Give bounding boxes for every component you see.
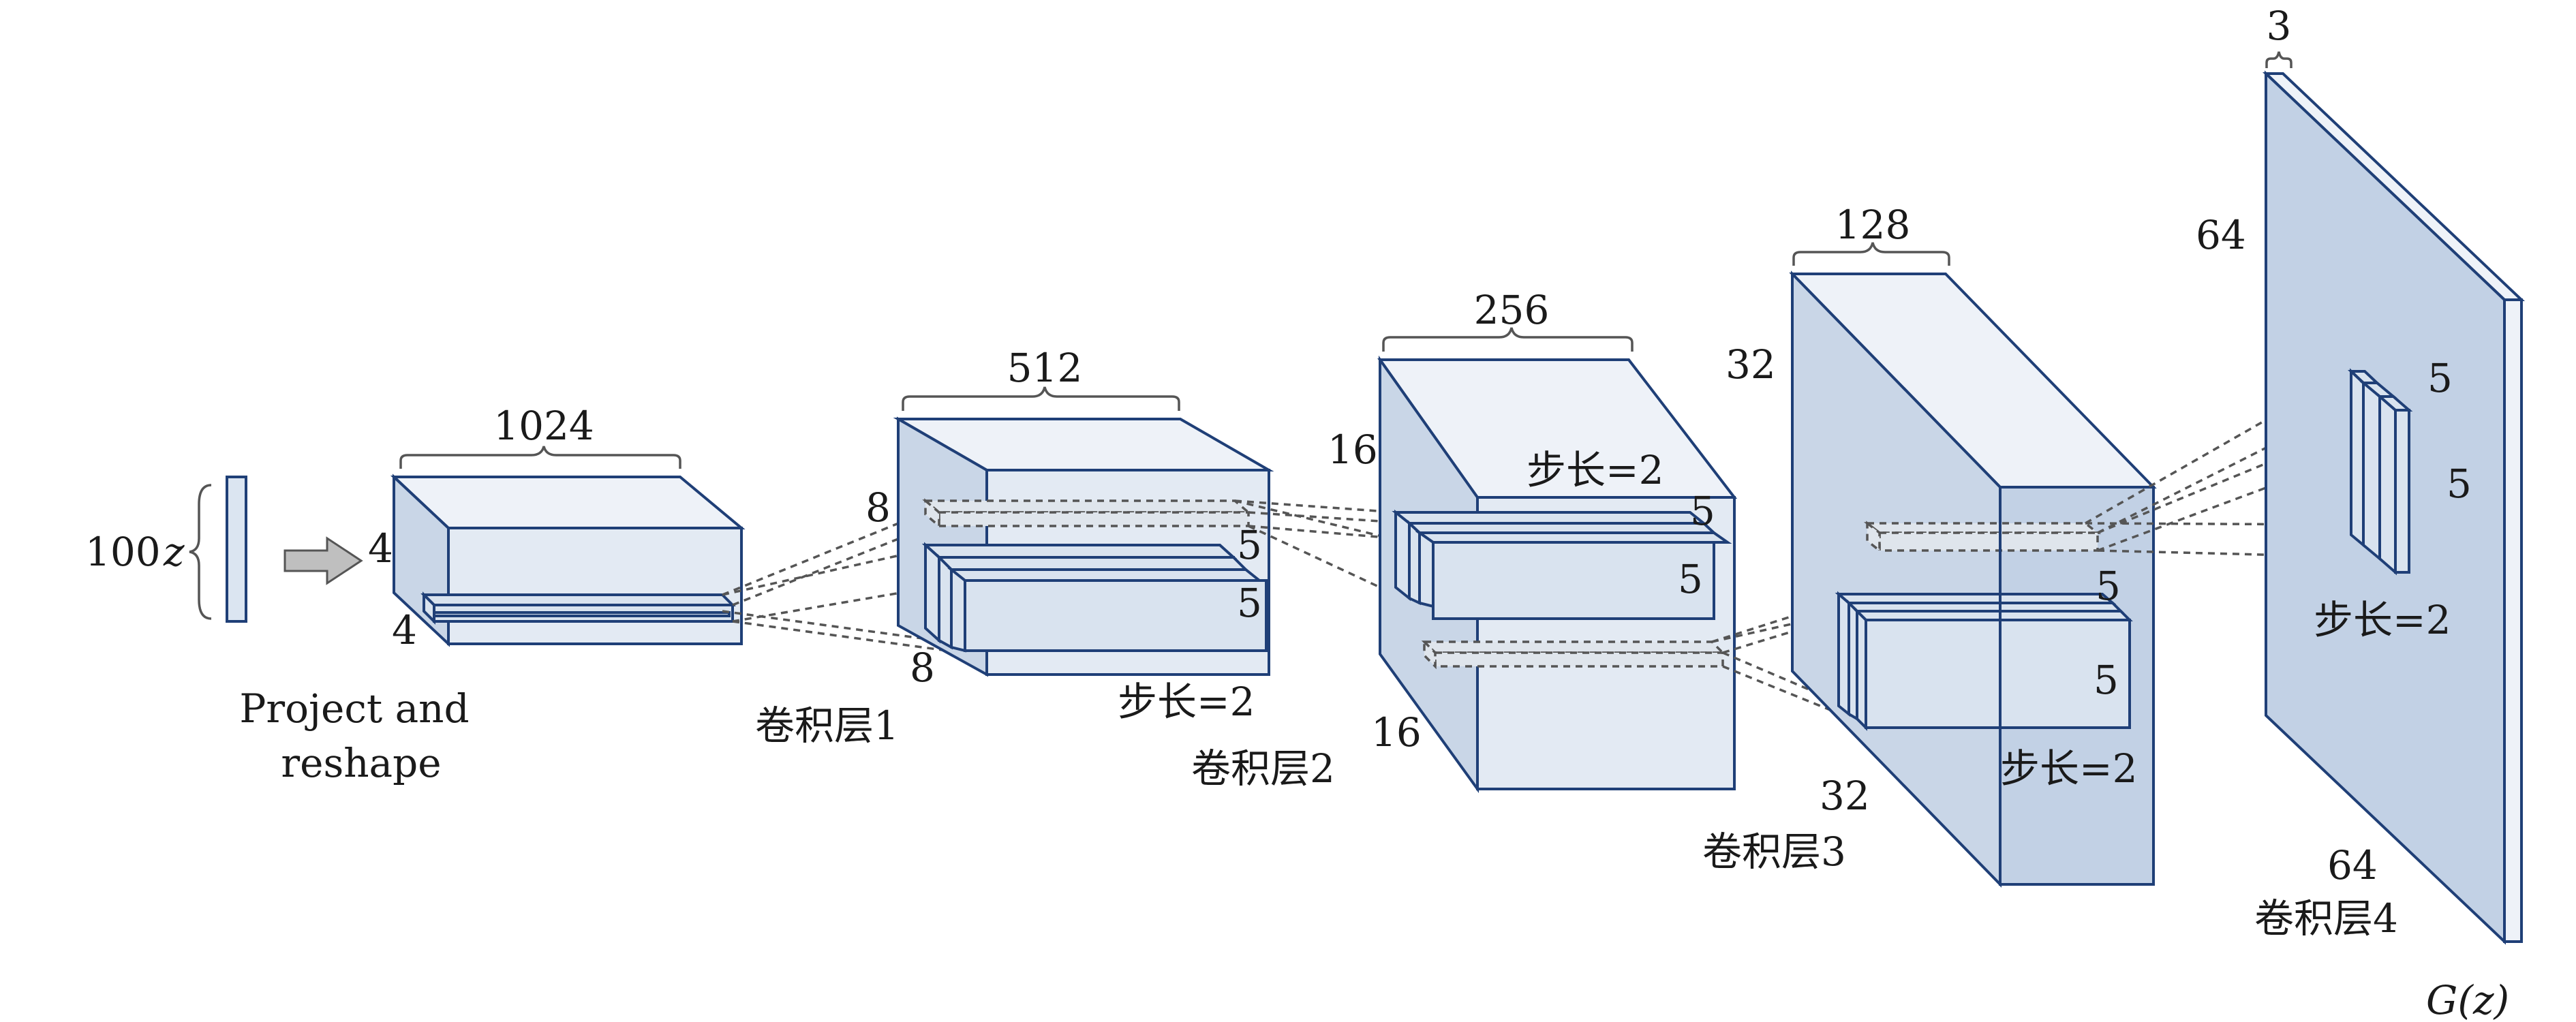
block5-stride-label: 步长=2 [2314, 597, 2451, 643]
output-label: G(z) [2426, 977, 2509, 1022]
block3-volume [1377, 355, 1738, 794]
block4-layer-name: 卷积层3 [1702, 829, 1846, 875]
project-arrow [283, 536, 363, 585]
block2-height-label: 8 [865, 484, 891, 531]
block2-volume [893, 416, 1274, 677]
block3-channels-label: 256 [1474, 287, 1550, 333]
block3-kernel-label-2: 5 [1678, 556, 1703, 602]
block5-kernel-label-2: 5 [2447, 461, 2472, 507]
input-vector: 100 z [85, 476, 247, 623]
input-brace [189, 484, 212, 620]
block2-kernel-label-1: 5 [1237, 522, 1262, 568]
block5-layer-name: 卷积层4 [2254, 895, 2398, 942]
block3-stride-label: 步长=2 [1527, 447, 1664, 493]
block4-width-label: 32 [1820, 773, 1870, 819]
block3-kernel-label-1: 5 [1690, 488, 1715, 534]
block1-channels-label: 1024 [493, 403, 594, 449]
block5-volume [2262, 70, 2526, 945]
block2-layer-name: 卷积层1 [755, 702, 899, 749]
project-label-line1: Project and [239, 685, 469, 732]
input-count-label: 100 [85, 529, 161, 575]
block4-stride-label: 步长=2 [2000, 745, 2138, 792]
block2-channels-label: 512 [1007, 345, 1083, 391]
block2-kernel-label-2: 5 [1237, 580, 1262, 626]
block4-channels-label: 128 [1835, 202, 1911, 248]
block2-channel-brace [902, 386, 1180, 411]
block5-channels-label: 3 [2267, 3, 2292, 49]
block2-width-label: 8 [910, 645, 935, 691]
block5-kernel-label-1: 5 [2427, 355, 2453, 401]
block5-width-label: 64 [2327, 842, 2378, 888]
block3-channel-brace [1382, 327, 1634, 352]
block1-width-label: 4 [392, 607, 417, 653]
block3-height-label: 16 [1328, 427, 1378, 473]
input-var-label: z [163, 529, 185, 575]
block4-channel-brace [1792, 242, 1950, 266]
block2-stride-label: 步长=2 [1118, 679, 1255, 725]
block4-kernel-label-1: 5 [2096, 563, 2121, 609]
input-vector-bar [226, 476, 247, 623]
block1-channel-brace [399, 446, 681, 469]
block4-volume [1789, 270, 2157, 888]
block1-volume [390, 474, 746, 647]
block5-channel-brace [2265, 51, 2293, 68]
project-label-line2: reshape [281, 740, 441, 786]
block4-kernel-label-2: 5 [2094, 657, 2119, 703]
block3-layer-name: 卷积层2 [1191, 745, 1335, 792]
block1-height-label: 4 [368, 525, 393, 572]
block5-height-label: 64 [2196, 212, 2246, 258]
block4-height-label: 32 [1726, 341, 1776, 388]
block3-width-label: 16 [1371, 709, 1422, 756]
